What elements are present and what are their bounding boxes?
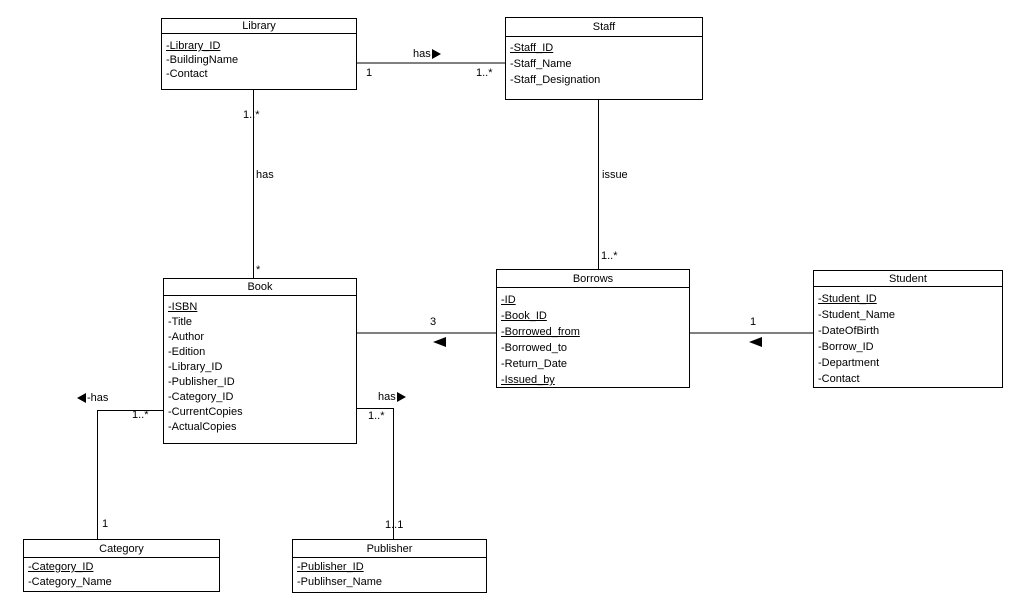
rel-book-category-label: -has — [77, 393, 108, 404]
entity-category[interactable]: Category -Category_ID -Category_Name — [23, 539, 220, 592]
arrowhead-right-icon — [396, 392, 406, 402]
mult-book-publisher-target: 1..1 — [385, 519, 404, 531]
connector-book-publisher — [356, 408, 394, 540]
attribute-row: -Contact — [818, 373, 860, 385]
mult-staff-borrows-target: 1..* — [601, 250, 618, 262]
attribute-row: -Library_ID — [166, 40, 221, 52]
rel-label-text: -has — [87, 392, 109, 404]
entity-borrows[interactable]: Borrows -ID -Book_ID -Borrowed_from -Bor… — [496, 269, 690, 388]
mult-library-staff-target: 1..* — [476, 67, 493, 79]
mult-library-book-target: * — [256, 264, 261, 276]
attribute-row: -Borrowed_from — [501, 326, 580, 338]
attribute-row: -Edition — [168, 346, 206, 358]
attribute-row: -Category_Name — [28, 576, 112, 588]
attribute-row: -Publisher_ID — [168, 376, 235, 388]
arrowhead-left-icon — [77, 393, 86, 403]
connector-book-category — [97, 410, 164, 540]
arrowhead-left-icon — [433, 337, 446, 347]
entity-staff-title: Staff — [506, 18, 702, 37]
attribute-row: -Staff_ID — [510, 42, 554, 54]
rel-library-book-label: has — [256, 169, 274, 181]
attribute-row: -CurrentCopies — [168, 406, 243, 418]
attribute-row: -Student_ID — [818, 293, 877, 305]
attribute-row: -Category_ID — [168, 391, 234, 403]
attribute-row: -ActualCopies — [168, 421, 237, 433]
attribute-row: -ISBN — [168, 301, 198, 313]
entity-student[interactable]: Student -Student_ID -Student_Name -DateO… — [813, 270, 1003, 388]
entity-book[interactable]: Book -ISBN -Title -Author -Edition -Libr… — [163, 278, 357, 444]
mult-borrows-student: 1 — [750, 316, 757, 328]
attribute-row: -Staff_Name — [510, 58, 572, 70]
attribute-row: -Author — [168, 331, 205, 343]
rel-book-publisher-label: has — [378, 392, 406, 403]
attribute-row: -Library_ID — [168, 361, 223, 373]
attribute-row: -DateOfBirth — [818, 325, 880, 337]
mult-library-book-source: 1..* — [243, 109, 260, 121]
mult-book-publisher-source: 1..* — [368, 410, 385, 422]
arrowhead-right-icon — [431, 49, 441, 59]
entity-student-title: Student — [814, 271, 1002, 287]
attribute-row: -Category_ID — [28, 561, 94, 573]
attribute-row: -Department — [818, 357, 880, 369]
mult-library-staff-source: 1 — [366, 67, 373, 79]
entity-book-title: Book — [164, 279, 356, 296]
rel-library-staff-label: has — [413, 49, 441, 60]
rel-staff-borrows-label: issue — [602, 169, 628, 181]
entity-borrows-title: Borrows — [497, 270, 689, 288]
attribute-row: -Title — [168, 316, 193, 328]
rel-label-text: has — [378, 391, 396, 403]
attribute-row: -BuildingName — [166, 54, 239, 66]
attribute-row: -Book_ID — [501, 310, 547, 322]
attribute-row: -Contact — [166, 68, 208, 80]
attribute-row: -Borrowed_to — [501, 342, 568, 354]
entity-category-title: Category — [24, 540, 219, 558]
arrowhead-left-icon — [749, 337, 762, 347]
entity-publisher[interactable]: Publisher -Publisher_ID -Publihser_Name — [292, 539, 487, 593]
attribute-row: -Publihser_Name — [297, 576, 382, 588]
attribute-row: -Borrow_ID — [818, 341, 874, 353]
entity-library-title: Library — [162, 19, 356, 34]
mult-book-category-source: 1..* — [132, 409, 149, 421]
mult-book-borrows: 3 — [430, 316, 437, 328]
attribute-row: -ID — [501, 294, 516, 306]
attribute-row: -Issued_by — [501, 374, 555, 386]
attribute-row: -Publisher_ID — [297, 561, 364, 573]
entity-publisher-title: Publisher — [293, 540, 486, 558]
attribute-row: -Student_Name — [818, 309, 896, 321]
entity-library[interactable]: Library -Library_ID -BuildingName -Conta… — [161, 18, 357, 90]
entity-staff[interactable]: Staff -Staff_ID -Staff_Name -Staff_Desig… — [505, 17, 703, 100]
mult-book-category-target: 1 — [102, 518, 109, 530]
attribute-row: -Return_Date — [501, 358, 568, 370]
attribute-row: -Staff_Designation — [510, 74, 601, 86]
rel-label-text: has — [413, 48, 431, 60]
